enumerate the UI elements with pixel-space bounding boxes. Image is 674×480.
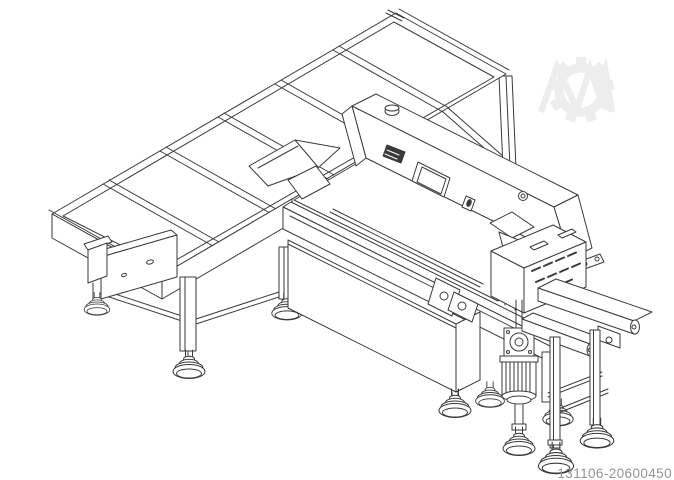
membrane-keypad (382, 144, 406, 164)
outfeed-conveyor (521, 278, 653, 475)
leveling-foot (475, 381, 505, 408)
bed-bracket (427, 277, 479, 323)
gear-m-watermark-icon (537, 57, 616, 123)
table-leg-front-left (179, 276, 197, 359)
toggle-switch (461, 195, 476, 212)
film-guide (248, 139, 341, 200)
leveling-foot (172, 349, 206, 379)
outfeed-leg-front-right (589, 329, 601, 426)
upper-belt (537, 278, 653, 349)
table-corner-bracket (385, 9, 405, 22)
sealing-box-clamps (529, 228, 577, 251)
round-button (518, 191, 528, 201)
leveling-foot (502, 426, 536, 456)
listing-id: 131106-20600450 (557, 466, 672, 480)
hanging-box (83, 235, 113, 300)
hood-left-cap (341, 105, 367, 167)
hood-cap-button (384, 104, 400, 116)
drive-motor (499, 299, 539, 456)
infeed-table-conveyor (48, 8, 517, 379)
outfeed-leg-front-left (547, 336, 563, 449)
base-cabinet (287, 239, 481, 400)
outfeed-leg-rear (541, 351, 551, 403)
display-screen (411, 161, 451, 198)
motor-support-post (511, 403, 527, 431)
under-table-box (94, 229, 178, 300)
leveling-foot (438, 388, 472, 418)
motor-body (499, 355, 539, 405)
